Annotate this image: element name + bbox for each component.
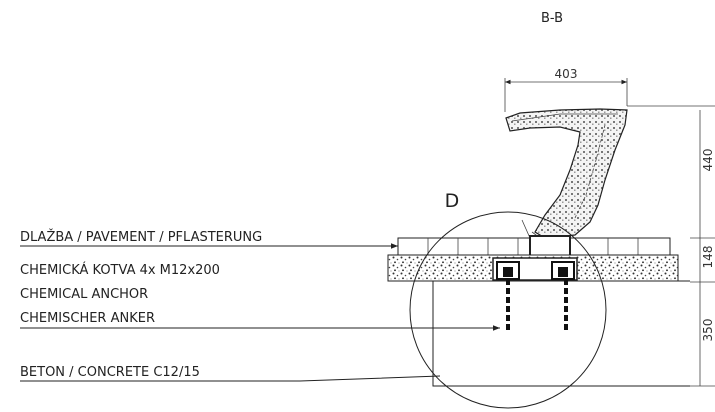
dimension-seat-height-label: 440 [701,149,715,172]
callout-pavement: DLAŽBA / PAVEMENT / PFLASTERUNG [20,229,398,249]
detail-marker: D [445,190,460,212]
dimension-slab-height-label: 148 [701,246,715,269]
callout-concrete: BETON / CONCRETE C12/15 [20,365,441,382]
label-pavement: DLAŽBA / PAVEMENT / PFLASTERUNG [20,229,262,245]
seat-shell [505,108,628,239]
dimension-foundation-height-label: 350 [701,319,715,342]
anchor-bolts [506,279,568,333]
dimension-width: 403 [504,67,628,112]
label-concrete: BETON / CONCRETE C12/15 [20,365,200,380]
gravel-layer [387,254,679,282]
detail-circle [409,211,607,409]
callout-anchor: CHEMICKÁ KOTVA 4x M12x200 CHEMICAL ANCHO… [20,262,500,331]
dimension-width-label: 403 [555,67,578,81]
dimension-vertical: 440 148 350 [690,110,715,387]
label-anchor-cz: CHEMICKÁ KOTVA 4x M12x200 [20,262,220,278]
label-anchor-en: CHEMICAL ANCHOR [20,287,148,302]
concrete-foundation [432,280,690,387]
section-title: B-B [541,11,563,26]
label-anchor-de: CHEMISCHER ANKER [20,311,155,326]
